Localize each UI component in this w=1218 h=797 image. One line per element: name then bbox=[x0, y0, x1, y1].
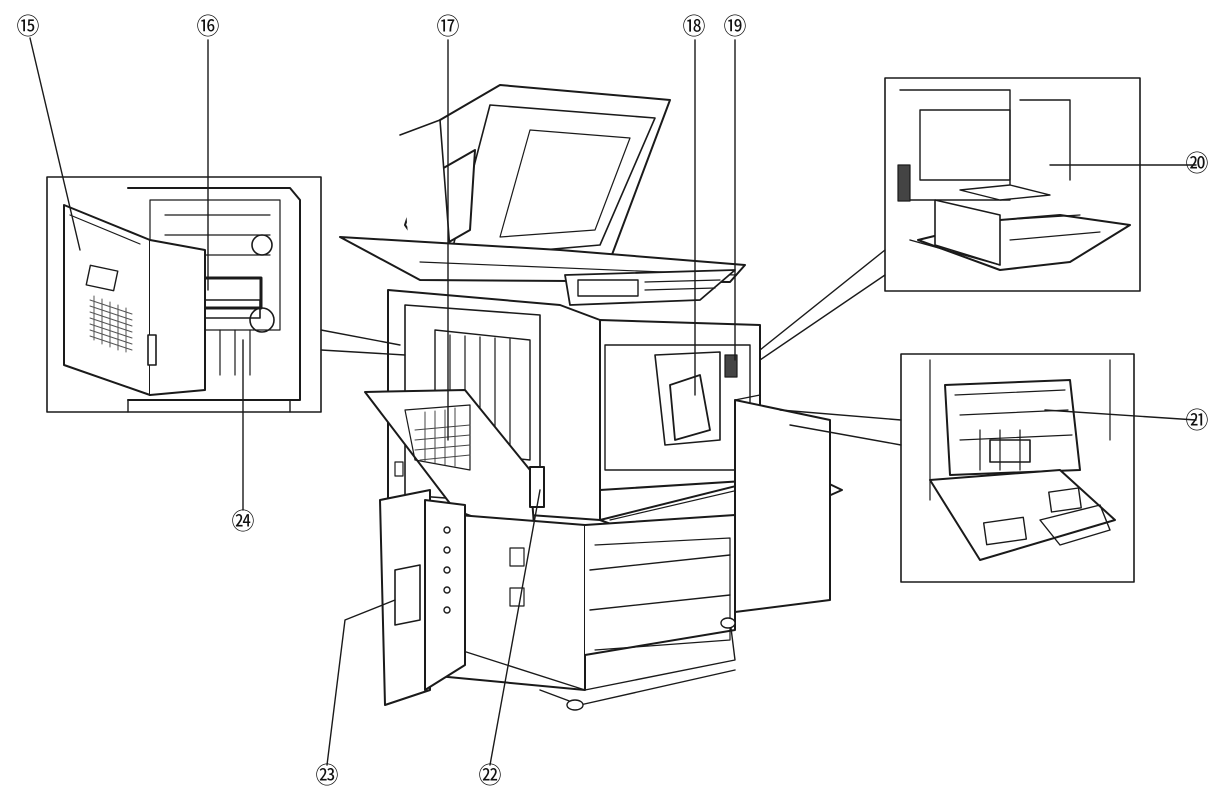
callout-20: ⑳ bbox=[1185, 151, 1209, 177]
callout-23: ㉓ bbox=[315, 763, 339, 789]
callout-15: ⑮ bbox=[16, 14, 40, 40]
callout-16: ⑯ bbox=[196, 14, 220, 40]
callout-24: ㉔ bbox=[231, 509, 255, 535]
callout-22: ㉒ bbox=[478, 763, 502, 789]
inset-bypass-tray bbox=[884, 77, 1141, 292]
callout-21: ㉑ bbox=[1185, 408, 1209, 434]
callout-17: ⑰ bbox=[436, 14, 460, 40]
callout-19: ⑲ bbox=[723, 14, 747, 40]
copier-main-unit bbox=[339, 84, 843, 711]
inset-left-side-cover bbox=[46, 176, 322, 413]
callout-18: ⑱ bbox=[682, 14, 706, 40]
inset-feeder-cover bbox=[900, 353, 1135, 583]
